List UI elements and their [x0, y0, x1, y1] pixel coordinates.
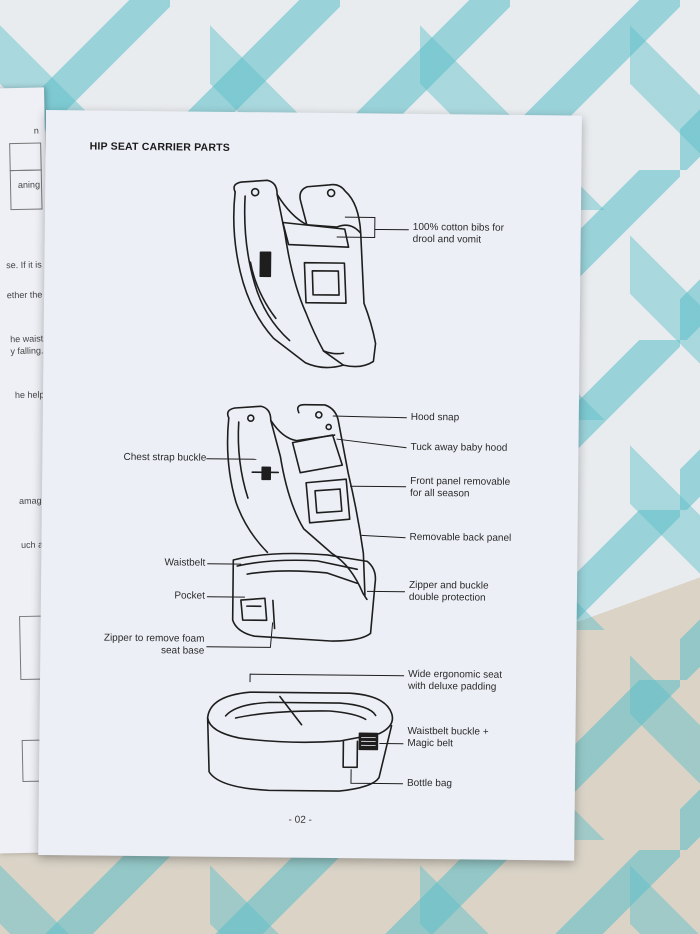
left-page-text: y falling.: [10, 345, 44, 357]
label-tuck-away-hood: Tuck away baby hood: [410, 441, 508, 454]
label-waistbelt: Waistbelt: [164, 557, 206, 569]
left-page-box: [9, 142, 42, 172]
label-zipper-buckle: Zipper and buckle double protection: [408, 579, 489, 604]
label-hood-snap: Hood snap: [410, 411, 460, 424]
label-bottle-bag: Bottle bag: [406, 777, 453, 790]
label-chest-strap-buckle: Chest strap buckle: [123, 451, 207, 464]
label-waistbelt-buckle: Waistbelt buckle + Magic belt: [407, 725, 489, 750]
label-cotton-bibs: 100% cotton bibs for drool and vomit: [412, 221, 505, 246]
label-wide-seat: Wide ergonomic seat with deluxe padding: [407, 668, 503, 693]
label-zipper-foam: Zipper to remove foam seat base: [103, 632, 205, 657]
carrier-illustrations: [206, 179, 409, 792]
left-page-text: n: [33, 125, 39, 136]
label-front-panel: Front panel removable for all season: [409, 475, 511, 500]
label-removable-back-panel: Removable back panel: [409, 531, 512, 544]
left-page-text: he waist: [10, 333, 44, 345]
manual-page: HIP SEAT CARRIER PARTS: [38, 110, 582, 861]
left-page-text: ether the: [6, 289, 43, 301]
hipseat-illustration: [206, 691, 394, 792]
page-number: - 02 -: [288, 814, 312, 826]
left-page-text: se. If it is: [6, 259, 42, 271]
left-page-box: [9, 169, 43, 211]
left-page-text: he help: [14, 389, 45, 401]
label-pocket: Pocket: [174, 590, 205, 602]
carrier-front-illustration: [232, 179, 377, 369]
carrier-hipseat-illustration: [226, 403, 377, 642]
